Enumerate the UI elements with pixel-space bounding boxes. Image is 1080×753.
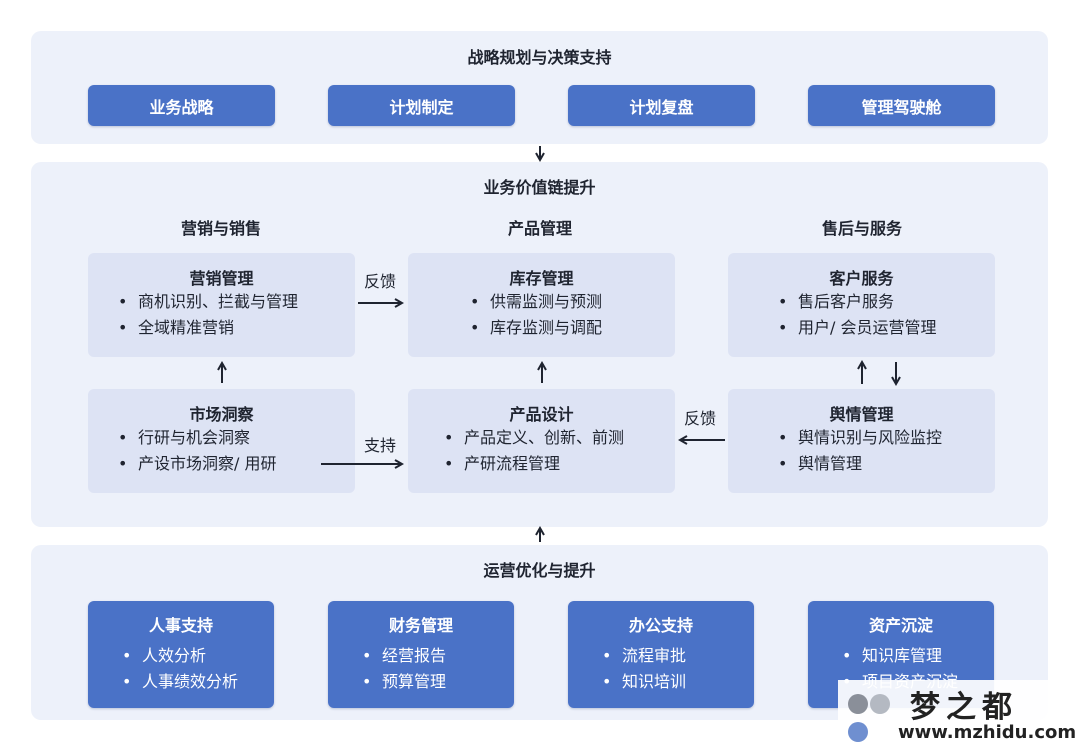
card-title: 舆情管理 bbox=[829, 405, 894, 424]
card-title: 人事支持 bbox=[148, 616, 213, 635]
management-cockpit-button[interactable]: 管理驾驶舱 bbox=[808, 85, 995, 126]
value-chain-panel: 业务价值链提升 营销与销售 产品管理 售后与服务 营销管理 商机识别、拦截与管理… bbox=[31, 162, 1048, 527]
plan-making-button[interactable]: 计划制定 bbox=[328, 85, 515, 126]
list-item: 供需监测与预测 bbox=[470, 289, 602, 315]
feedback-label-top: 反馈 bbox=[364, 272, 397, 291]
list-item: 预算管理 bbox=[362, 669, 446, 695]
column-title-after-sales-service: 售后与服务 bbox=[821, 219, 902, 238]
list-item: 商机识别、拦截与管理 bbox=[118, 289, 298, 315]
list-item: 舆情识别与风险监控 bbox=[778, 425, 942, 451]
card-title: 客户服务 bbox=[829, 269, 894, 288]
inventory-management-card[interactable]: 库存管理 供需监测与预测 库存监测与调配 bbox=[408, 253, 675, 357]
strategy-panel: 战略规划与决策支持 业务战略 计划制定 计划复盘 管理驾驶舱 bbox=[31, 31, 1048, 144]
column-title-marketing-sales: 营销与销售 bbox=[180, 219, 261, 238]
public-opinion-card[interactable]: 舆情管理 舆情识别与风险监控 舆情管理 bbox=[728, 389, 995, 493]
hr-support-card[interactable]: 人事支持 人效分析 人事绩效分析 bbox=[88, 601, 274, 708]
watermark-url: www.mzhidu.com bbox=[898, 722, 1077, 743]
site-watermark: 梦之都 www.mzhidu.com bbox=[838, 680, 1080, 753]
finance-management-card[interactable]: 财务管理 经营报告 预算管理 bbox=[328, 601, 514, 708]
list-item: 产品定义、创新、前测 bbox=[444, 425, 624, 451]
strategy-panel-title: 战略规划与决策支持 bbox=[467, 48, 612, 67]
list-item: 全域精准营销 bbox=[118, 315, 298, 341]
card-title: 库存管理 bbox=[509, 269, 574, 288]
office-support-card[interactable]: 办公支持 流程审批 知识培训 bbox=[568, 601, 754, 708]
marketing-management-card[interactable]: 营销管理 商机识别、拦截与管理 全域精准营销 bbox=[88, 253, 355, 357]
list-item: 产设市场洞察/ 用研 bbox=[118, 451, 276, 477]
customer-service-card[interactable]: 客户服务 售后客户服务 用户/ 会员运营管理 bbox=[728, 253, 995, 357]
list-item: 行研与机会洞察 bbox=[118, 425, 276, 451]
list-item: 人事绩效分析 bbox=[122, 669, 238, 695]
market-insight-card[interactable]: 市场洞察 行研与机会洞察 产设市场洞察/ 用研 bbox=[88, 389, 355, 493]
card-title: 资产沉淀 bbox=[868, 616, 933, 635]
list-item: 人效分析 bbox=[122, 643, 238, 669]
list-item: 经营报告 bbox=[362, 643, 446, 669]
value-chain-panel-title: 业务价值链提升 bbox=[483, 178, 596, 197]
list-item: 库存监测与调配 bbox=[470, 315, 602, 341]
card-title: 市场洞察 bbox=[189, 405, 254, 424]
card-title: 财务管理 bbox=[388, 616, 453, 635]
list-item: 知识库管理 bbox=[842, 643, 958, 669]
list-item: 售后客户服务 bbox=[778, 289, 936, 315]
column-title-product-management: 产品管理 bbox=[507, 219, 572, 238]
support-label: 支持 bbox=[364, 436, 397, 455]
watermark-name: 梦之都 bbox=[910, 690, 1018, 725]
list-item: 流程审批 bbox=[602, 643, 686, 669]
list-item: 用户/ 会员运营管理 bbox=[778, 315, 936, 341]
plan-review-button[interactable]: 计划复盘 bbox=[568, 85, 755, 126]
operations-panel-title: 运营优化与提升 bbox=[483, 561, 596, 580]
feedback-label-right: 反馈 bbox=[684, 409, 717, 428]
card-title: 产品设计 bbox=[509, 405, 574, 424]
card-title: 营销管理 bbox=[189, 269, 254, 288]
list-item: 知识培训 bbox=[602, 669, 686, 695]
watermark-logo-icon bbox=[848, 694, 890, 742]
business-strategy-button[interactable]: 业务战略 bbox=[88, 85, 275, 126]
product-design-card[interactable]: 产品设计 产品定义、创新、前测 产研流程管理 bbox=[408, 389, 675, 493]
list-item: 舆情管理 bbox=[778, 451, 942, 477]
list-item: 产研流程管理 bbox=[444, 451, 624, 477]
card-title: 办公支持 bbox=[628, 616, 693, 635]
